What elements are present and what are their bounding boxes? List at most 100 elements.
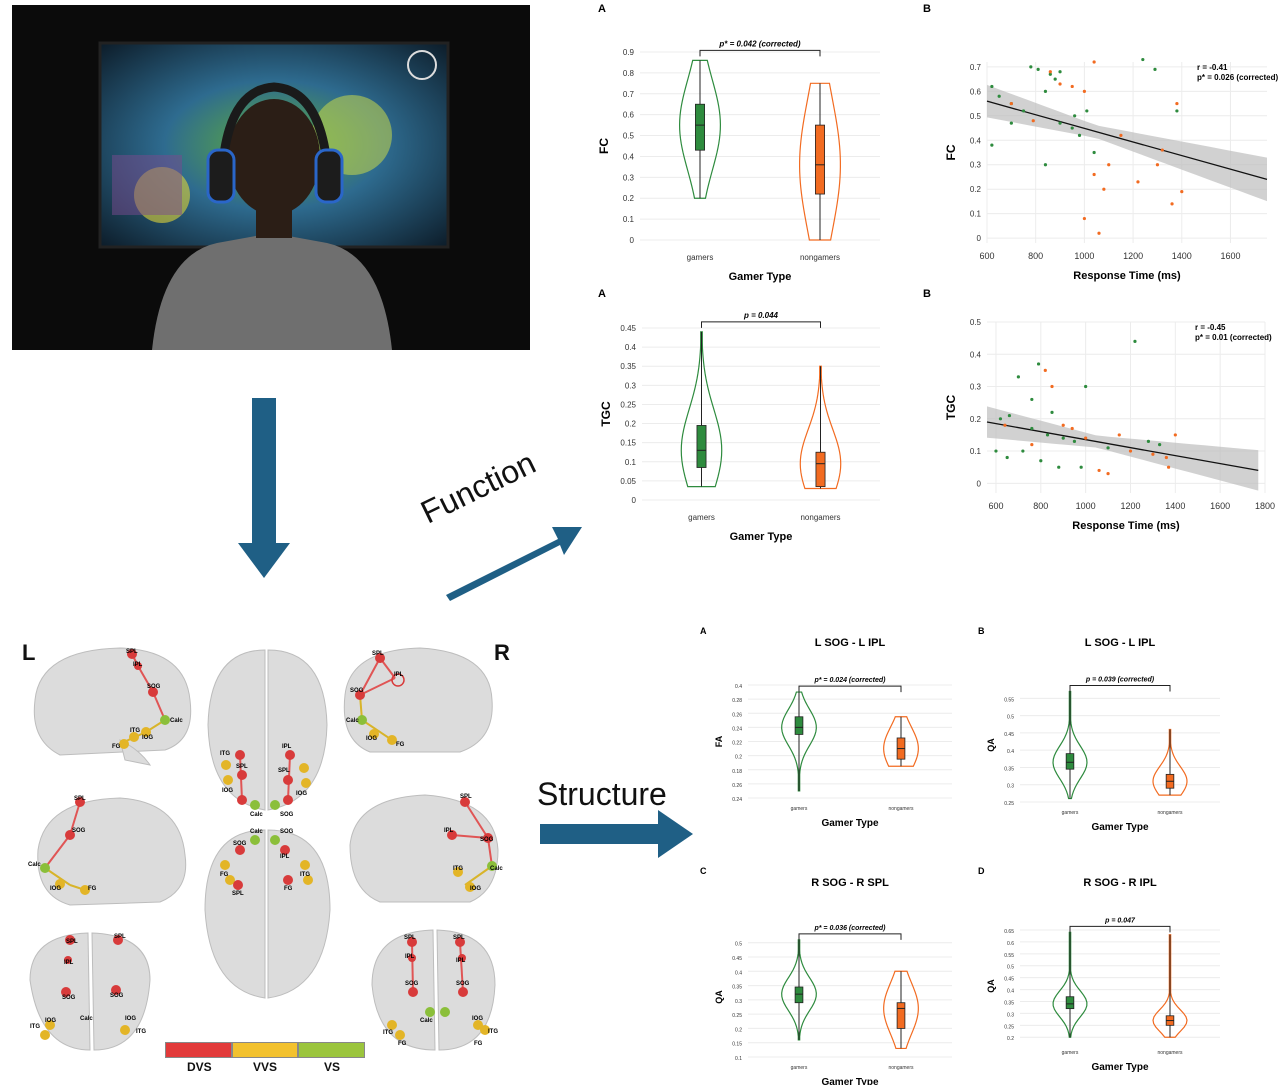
gamer-point [1073,114,1077,118]
svg-text:FG: FG [284,886,293,892]
right-hemisphere-label: R [494,640,510,665]
y-axis-label: FC [944,144,958,160]
y-tick-label: 0.2 [970,415,982,424]
svg-text:ITG: ITG [488,1029,498,1035]
box-iqr [1065,753,1075,770]
stat-annotation-r: r = -0.41 [1197,63,1228,72]
gamer-point [1133,339,1137,343]
nongamer-point [1166,465,1171,469]
gamer-point [1005,455,1009,460]
svg-text:SOG: SOG [350,688,364,694]
svg-text:Calc: Calc [80,1016,93,1022]
y-tick-label: 0.3 [1007,1012,1014,1018]
y-tick-label: 0.4 [735,970,742,976]
svg-text:IPL: IPL [282,744,292,750]
svg-text:FG: FG [398,1041,407,1047]
svg-text:FG: FG [88,886,97,892]
x-tick-label: gamers [688,513,715,522]
chart-title: R SOG - R IPL [1083,877,1157,889]
legend-swatch-dvs [165,1042,232,1058]
nongamer-point [1119,133,1123,137]
x-tick-label: 1000 [1076,501,1096,511]
box-iqr [794,716,804,735]
gamer-point [1021,449,1025,453]
nongamer-point [1155,163,1160,167]
svg-text:ITG: ITG [130,728,140,734]
x-tick-label: 1800 [1255,501,1275,511]
regression-line [986,100,1268,181]
svg-text:Calc: Calc [346,718,359,724]
svg-text:IPL: IPL [133,662,143,668]
x-axis-label: Gamer Type [1091,1062,1148,1073]
violin-shape [799,365,842,490]
x-tick-label: gamers [687,253,714,262]
svg-text:IOG: IOG [142,735,153,741]
significance-bracket [1069,925,1171,933]
svg-text:ITG: ITG [220,751,230,757]
gamer-point [1106,446,1110,450]
y-tick-label: 0.7 [970,63,982,72]
svg-text:IPL: IPL [64,960,74,966]
svg-text:FG: FG [396,742,405,748]
svg-text:IOG: IOG [470,886,481,892]
x-tick-label: gamers [791,806,808,812]
nongamer-point [1082,89,1086,93]
gamer-point [1045,433,1050,437]
svg-text:Calc: Calc [250,829,263,835]
violin-shape [679,59,721,199]
svg-text:SPL: SPL [404,935,416,941]
nongamer-point [1097,468,1101,473]
svg-text:SOG: SOG [110,993,124,999]
y-tick-label: 0.2 [623,194,635,203]
y-tick-label: 0.45 [732,956,742,962]
nongamer-point [1092,172,1096,177]
y-tick-label: 0.5 [970,112,982,121]
svg-text:SPL: SPL [74,796,86,802]
x-tick-label: gamers [1062,810,1079,816]
y-tick-label: 0.1 [625,458,637,467]
x-tick-label: 1400 [1172,251,1192,261]
legend-label-vvs: VVS [253,1060,278,1074]
regression-line [986,421,1259,472]
svg-text:IPL: IPL [456,958,466,964]
nongamer-point [1061,423,1065,427]
function-arrow-icon [446,527,582,601]
box-iqr [815,451,826,488]
nongamer-point [1102,187,1106,191]
y-tick-label: 0.3 [970,161,982,170]
x-axis-label: Gamer Type [729,271,792,283]
y-tick-label: 0.35 [1004,766,1014,772]
svg-text:IOG: IOG [50,886,61,892]
nongamer-point [1160,148,1164,152]
svg-text:Calc: Calc [420,1018,433,1024]
stat-annotation-r: r = -0.45 [1195,323,1226,332]
svg-text:Calc: Calc [250,812,263,818]
nongamer-point [1058,82,1062,86]
svg-text:SOG: SOG [456,981,470,987]
violin-shape [680,331,723,488]
down-arrow-icon [238,398,290,578]
qa-rsog-ripl-chart: 0.20.250.30.350.40.450.50.550.60.65QADR … [978,866,1220,1073]
svg-text:SPL: SPL [278,768,290,774]
gamer-point [994,449,998,453]
y-tick-label: 0.3 [970,383,982,392]
svg-text:IOG: IOG [125,1016,136,1022]
gamer-point [1048,72,1052,76]
y-tick-label: 0.2 [625,420,637,429]
panel-letter: B [923,3,931,15]
svg-text:IOG: IOG [222,788,233,794]
y-tick-label: 0 [632,496,637,505]
x-axis-label: Response Time (ms) [1072,520,1180,532]
y-tick-label: 0.5 [735,942,742,948]
gamer-point [1141,57,1145,62]
legend-label-vs: VS [324,1060,341,1074]
y-axis-label: TGC [944,395,958,421]
svg-text:ITG: ITG [136,1029,146,1035]
svg-text:SOG: SOG [233,841,247,847]
x-tick-label: 1200 [1123,251,1143,261]
chart-title: L SOG - L IPL [815,637,886,649]
y-tick-label: 0.5 [1007,715,1014,721]
